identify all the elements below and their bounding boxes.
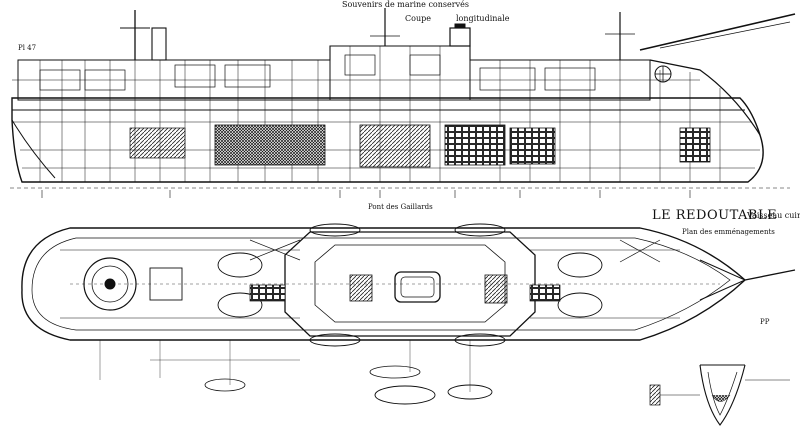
boat-fore-2	[557, 292, 603, 318]
sponson-starboard	[309, 333, 361, 347]
hold-stores-1	[444, 124, 506, 166]
deck-plan-label: Pont des Gaillards	[368, 203, 433, 211]
ship-name-title: LE REDOUTABLE	[652, 208, 778, 223]
longitudinal-section	[10, 8, 796, 198]
central-hatch	[394, 271, 441, 303]
funnel-aft	[151, 27, 167, 61]
upper-deck-line	[18, 45, 650, 61]
boiler-room	[214, 124, 326, 166]
bowsprit	[639, 13, 796, 51]
battery-gun-2	[349, 274, 373, 302]
boat-below-1	[374, 385, 436, 405]
funnel-fore	[449, 27, 471, 47]
margin-mark-left: Pl 47	[18, 44, 37, 52]
mid-superstructure	[329, 45, 471, 101]
plan-label: Plan des emménagements	[682, 228, 775, 236]
section-label-coupe: Coupe	[405, 14, 431, 23]
hold-stores-3	[679, 127, 711, 163]
hold-stores-2	[509, 127, 556, 165]
central-battery	[284, 231, 536, 337]
section-label-longitudinale: longitudinale	[456, 14, 510, 23]
margin-mark-right: PP	[760, 318, 770, 326]
battery-gun-1	[484, 274, 508, 304]
boat-aft-1	[217, 252, 263, 278]
boat-fore-1	[557, 252, 603, 278]
sponson-port	[309, 223, 361, 237]
header-title: Souvenirs de marine conservés	[342, 0, 469, 9]
deck-plan	[21, 223, 796, 405]
hull-section-outline	[11, 97, 764, 183]
ship-type-subtitle: Vaisseau cuirassé	[747, 211, 800, 220]
boat-aft-2	[217, 292, 263, 318]
bow-prow	[699, 259, 747, 301]
bow-detail	[649, 364, 790, 426]
engine-room	[359, 124, 431, 168]
bow-ram	[649, 59, 761, 136]
